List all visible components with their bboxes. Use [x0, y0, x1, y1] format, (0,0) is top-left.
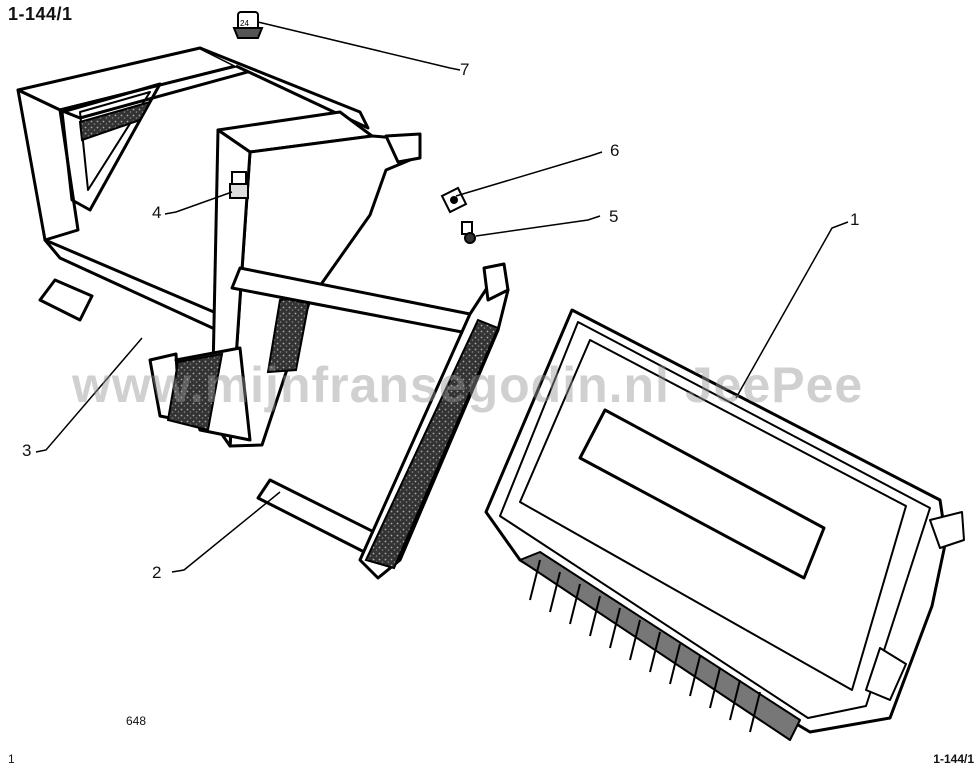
- callout-3: 3: [22, 441, 32, 460]
- reference-number-bottom: 1-144/1: [933, 752, 974, 766]
- callout-5: 5: [609, 207, 619, 226]
- leader-line-2: [171, 491, 281, 573]
- callout-2: 2: [152, 563, 162, 582]
- bolt: [229, 171, 249, 199]
- clip-nut: [440, 186, 468, 214]
- reference-number-top: 1-144/1: [8, 4, 73, 24]
- bracket-felt-strips: [78, 100, 312, 432]
- svg-text:24: 24: [240, 19, 249, 28]
- callout-7: 7: [460, 60, 470, 79]
- control-unit: [484, 308, 965, 741]
- leader-line-6: [455, 151, 603, 197]
- leader-line-7: [257, 21, 461, 71]
- leader-line-3: [35, 337, 143, 453]
- leader-line-1: [735, 221, 849, 399]
- leader-line-4: [164, 191, 233, 215]
- callout-4: 4: [152, 203, 162, 222]
- screw: [461, 221, 476, 244]
- drawing-number: 648: [126, 714, 147, 728]
- leader-lines: [35, 21, 849, 573]
- callout-6: 6: [610, 141, 620, 160]
- corner-mark: 1: [8, 752, 15, 766]
- leader-line-5: [475, 215, 601, 237]
- frame-felt-strip: [364, 318, 500, 570]
- grommet-nut: 24: [232, 11, 264, 39]
- mounting-bracket: [16, 46, 422, 448]
- callout-1: 1: [850, 210, 860, 229]
